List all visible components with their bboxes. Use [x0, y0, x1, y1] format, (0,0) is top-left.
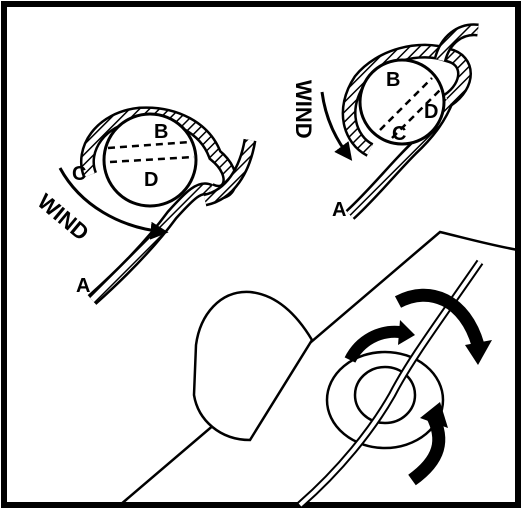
right-label-b: B [386, 69, 400, 91]
left-label-d: D [144, 169, 158, 191]
right-label-d: D [424, 101, 438, 123]
left-label-c: C [72, 163, 86, 185]
right-label-a: A [332, 199, 346, 221]
left-label-a: A [76, 275, 90, 297]
right-wind-label: WIND [291, 80, 316, 139]
right-label-c: C [392, 123, 406, 145]
left-label-b: B [154, 121, 168, 143]
